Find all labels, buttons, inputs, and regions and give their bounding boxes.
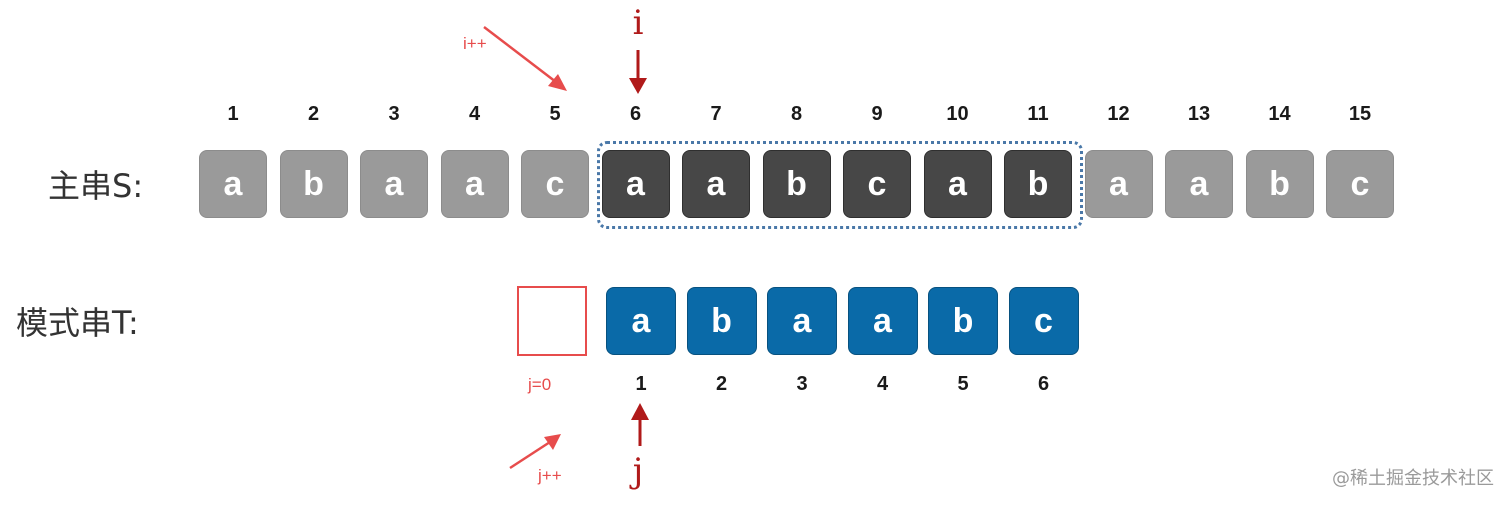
pattern-cell: b <box>686 287 757 355</box>
main-string-cell: a <box>199 150 267 218</box>
main-string-cell: a <box>682 150 750 218</box>
j-zero-label: j=0 <box>528 375 552 394</box>
pattern-index: 2 <box>715 373 728 395</box>
pattern-index: 1 <box>635 373 647 395</box>
main-string-index: 4 <box>468 103 481 125</box>
main-string-cell: b <box>1245 150 1314 218</box>
i-increment-label: i++ <box>463 34 487 53</box>
pattern-cell: c <box>1008 287 1079 355</box>
main-string-cell: c <box>1326 150 1394 218</box>
pattern-index: 4 <box>876 373 889 395</box>
main-string-index: 2 <box>307 103 320 125</box>
main-string-index: 3 <box>388 103 400 125</box>
main-string-index: 13 <box>1187 103 1211 125</box>
main-string-index: 15 <box>1348 103 1372 125</box>
main-string-cell: a <box>923 150 992 218</box>
pattern-cell: b <box>928 287 998 355</box>
main-string-cell: c <box>521 150 589 218</box>
pattern-string-label: 模式串T: <box>16 304 139 342</box>
main-string-index: 1 <box>227 103 239 125</box>
j-up-arrow-icon <box>631 403 649 446</box>
main-string-cell: b <box>1004 150 1072 218</box>
i-increment-arrow-icon <box>483 26 567 91</box>
main-string-cell: a <box>440 150 509 218</box>
main-string-cell: a <box>360 150 428 218</box>
j-pointer-label: j <box>632 451 644 491</box>
j-increment-label: j++ <box>538 466 562 485</box>
pattern-cell: a <box>847 287 918 355</box>
pattern-index: 3 <box>796 373 808 395</box>
match-window <box>597 141 1083 229</box>
pattern-cell: a <box>606 287 676 355</box>
main-string-index: 7 <box>710 103 722 125</box>
main-string-index: 11 <box>1027 103 1049 125</box>
main-string-index: 14 <box>1268 103 1291 125</box>
i-pointer-label: i <box>632 3 644 43</box>
main-string-cell: b <box>279 150 348 218</box>
pattern-index: 6 <box>1037 373 1050 395</box>
main-string-index: 12 <box>1107 103 1130 125</box>
i-down-arrow-icon <box>629 50 647 94</box>
main-string-index: 10 <box>946 103 969 125</box>
main-string-cell: c <box>843 150 911 218</box>
main-string-cell: a <box>1165 150 1233 218</box>
main-string-cell: a <box>1084 150 1153 218</box>
pattern-index: 5 <box>957 373 969 395</box>
watermark: @稀土掘金技术社区 <box>1332 468 1494 489</box>
j-increment-arrow-icon <box>509 434 561 470</box>
main-string-label: 主串S: <box>48 167 144 205</box>
main-string-index: 8 <box>790 103 803 125</box>
main-string-index: 9 <box>871 103 883 125</box>
main-string-index: 6 <box>629 103 642 125</box>
pattern-cell: a <box>767 287 837 355</box>
main-string-cell: a <box>601 150 670 218</box>
main-string-cell: b <box>762 150 831 218</box>
pattern-empty-slot <box>517 286 587 356</box>
main-string-index: 5 <box>549 103 561 125</box>
